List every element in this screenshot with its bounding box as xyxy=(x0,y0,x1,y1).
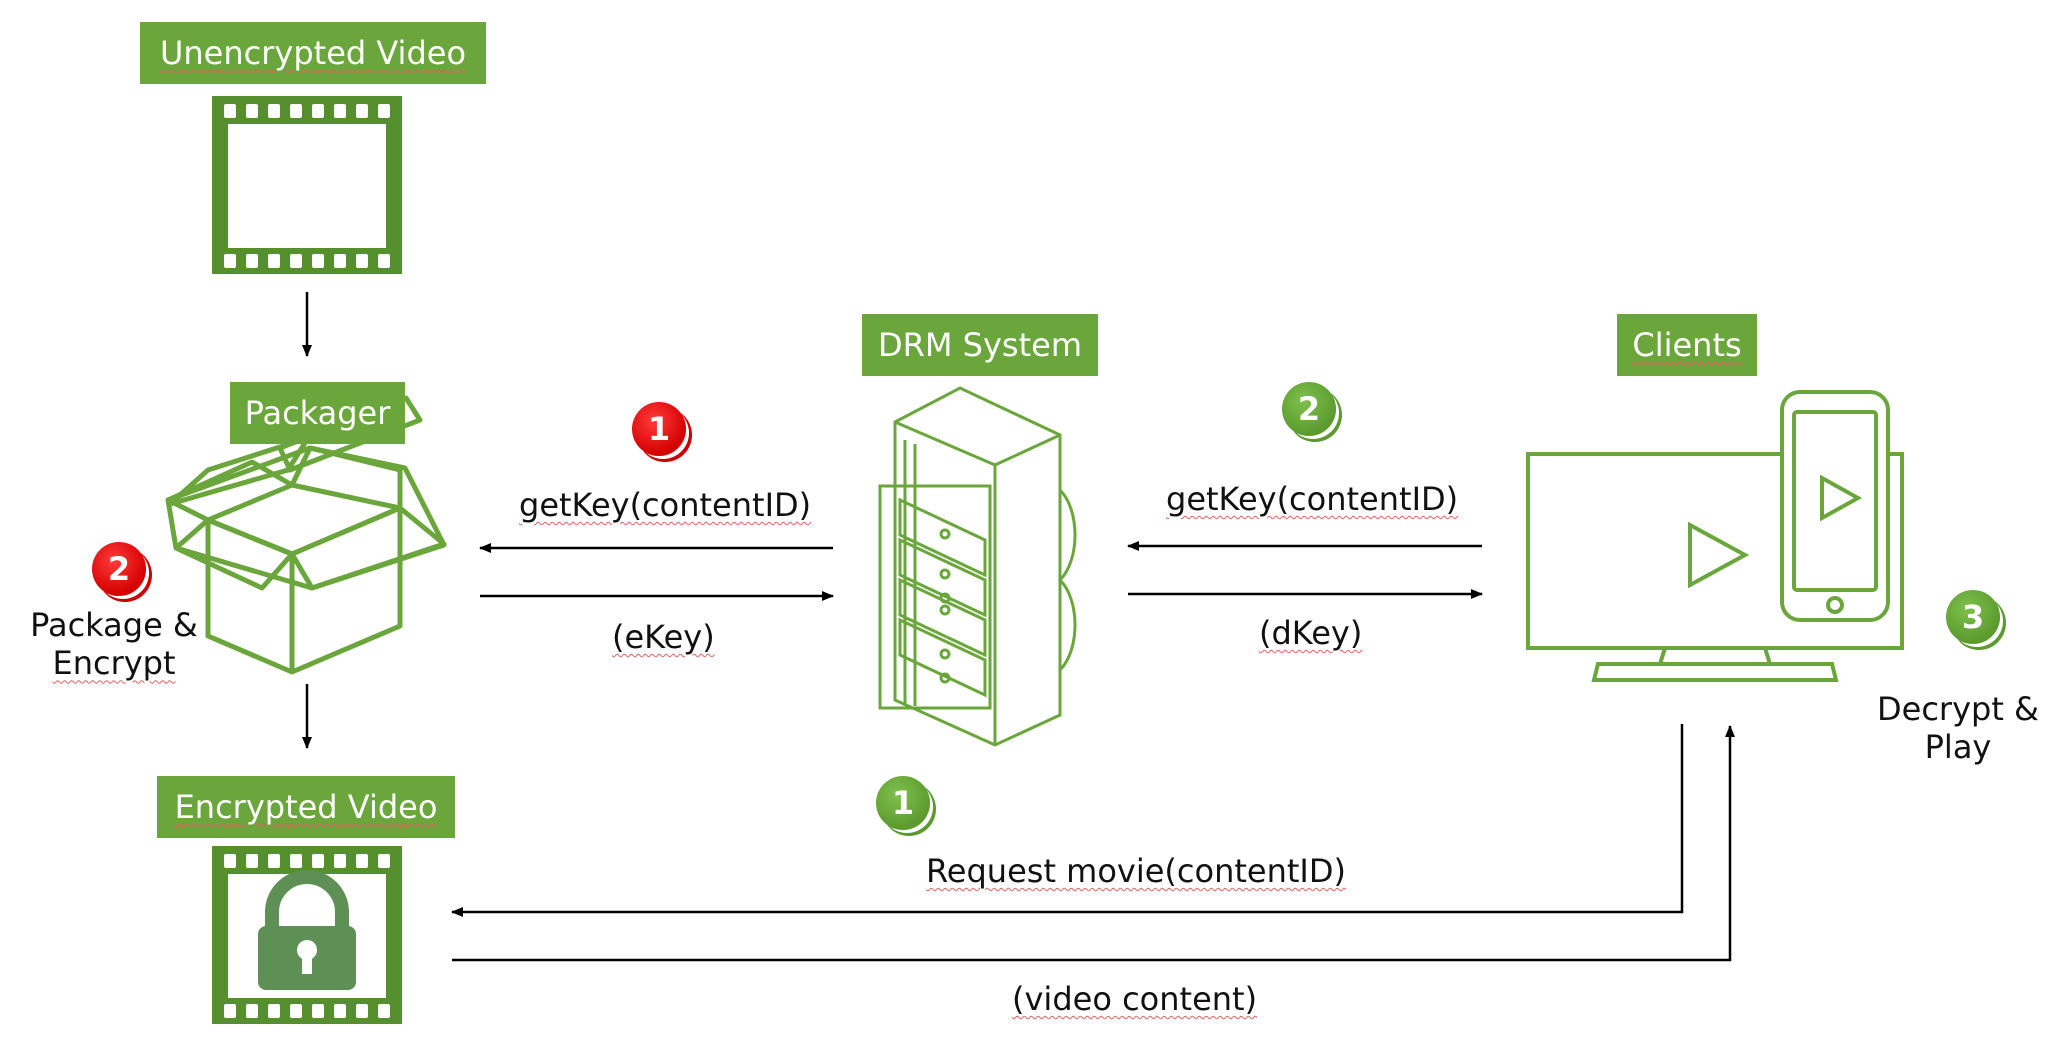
arrows xyxy=(302,292,1735,962)
package-encrypt-line1: Package & xyxy=(30,606,198,644)
package-encrypt-caption: Package & Encrypt xyxy=(14,606,214,683)
lock-icon xyxy=(258,870,356,990)
packager-getkey-label: getKey(contentID) xyxy=(519,486,812,524)
smartphone-icon xyxy=(1780,390,1890,622)
step-badge-red-2: 2 xyxy=(92,542,146,596)
clients-text: Clients xyxy=(1632,326,1742,364)
drm-system-label: DRM System xyxy=(862,314,1098,376)
step-badge-green-1: 1 xyxy=(876,776,930,830)
step-badge-red-1: 1 xyxy=(632,402,686,456)
client-dkey-label: (dKey) xyxy=(1259,614,1363,652)
step-badge-green-2: 2 xyxy=(1282,382,1336,436)
play-icon xyxy=(1820,474,1863,522)
server-rack-icon xyxy=(878,386,1077,747)
play-icon xyxy=(1688,521,1750,589)
film-strip-icon xyxy=(212,96,402,274)
package-encrypt-line2: Encrypt xyxy=(52,644,176,683)
clients-label: Clients xyxy=(1617,314,1757,376)
client-getkey-label: getKey(contentID) xyxy=(1166,480,1459,518)
encrypted-video-text: Encrypted Video xyxy=(174,788,438,826)
unencrypted-video-label: Unencrypted Video xyxy=(140,22,486,84)
request-movie-label: Request movie(contentID) xyxy=(926,852,1346,890)
decrypt-play-line1: Decrypt & xyxy=(1877,690,2039,728)
decrypt-play-line2: Play xyxy=(1924,728,1992,767)
video-content-text: (video content) xyxy=(1012,980,1258,1018)
step-badge-green-3: 3 xyxy=(1946,590,2000,644)
request-movie-text: Request movie(contentID) xyxy=(926,852,1346,890)
decrypt-play-caption: Decrypt & Play xyxy=(1868,690,2048,767)
packager-label: Packager xyxy=(230,382,405,444)
packager-ekey-label: (eKey) xyxy=(612,618,715,656)
encrypted-video-label: Encrypted Video xyxy=(157,776,455,838)
unencrypted-video-text: Unencrypted Video xyxy=(159,34,467,72)
monitor-icon xyxy=(1526,452,1904,682)
video-content-label: (video content) xyxy=(1012,980,1257,1018)
